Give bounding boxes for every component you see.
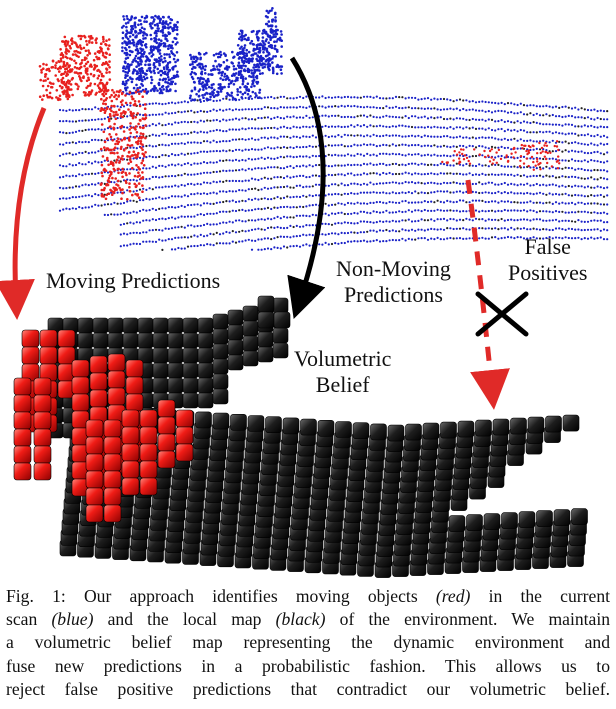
caption-line-4: fuse new predictions in a probabilistic … xyxy=(6,655,610,676)
label-false-line1: False xyxy=(524,234,571,259)
caption-line-1: Fig. 1: Our approach identifies moving o… xyxy=(6,585,610,608)
moving-arrow xyxy=(0,107,47,320)
label-false-positives: False Positives xyxy=(508,234,587,286)
label-non-moving-line1: Non-Moving xyxy=(336,256,451,281)
caption-text: Our approach identifies moving objects xyxy=(83,586,418,606)
volumetric-belief-voxels xyxy=(13,295,588,578)
figure: Moving Predictions Non-Moving Prediction… xyxy=(0,7,609,578)
caption-line-5: reject false positive predictions that c… xyxy=(6,678,610,699)
figure-illustration xyxy=(0,7,609,578)
arrows xyxy=(0,56,529,410)
reject-cross-icon xyxy=(475,291,529,337)
caption-blue: (blue) xyxy=(51,609,94,630)
caption-text: scan xyxy=(6,609,38,630)
label-non-moving-predictions: Non-Moving Predictions xyxy=(336,256,451,308)
caption-fig-number: Fig. 1: xyxy=(6,586,66,606)
caption-black: (black) xyxy=(275,609,326,630)
label-volumetric-belief: Volumetric Belief xyxy=(294,346,391,398)
caption-line-2: scan (blue) and the local map (black) of… xyxy=(6,608,610,631)
label-volumetric-line1: Volumetric xyxy=(294,346,392,371)
label-moving-predictions: Moving Predictions xyxy=(46,268,221,293)
caption-line-3: a volumetric belief map representing the… xyxy=(6,632,610,653)
caption-red: (red) xyxy=(435,586,471,606)
caption-text: of the environment. We maintain xyxy=(339,609,611,630)
non-moving-arrow xyxy=(287,56,326,319)
label-false-line2: Positives xyxy=(508,260,588,285)
label-volumetric-line2: Belief xyxy=(315,372,370,397)
caption-text: and the local map xyxy=(107,609,262,630)
caption-text: in the current xyxy=(488,586,611,606)
false-positive-arrow xyxy=(465,179,510,410)
figure-caption: Fig. 1: Our approach identifies moving o… xyxy=(6,585,610,701)
label-non-moving-line2: Predictions xyxy=(343,282,443,307)
point-cloud-scan xyxy=(38,7,609,251)
